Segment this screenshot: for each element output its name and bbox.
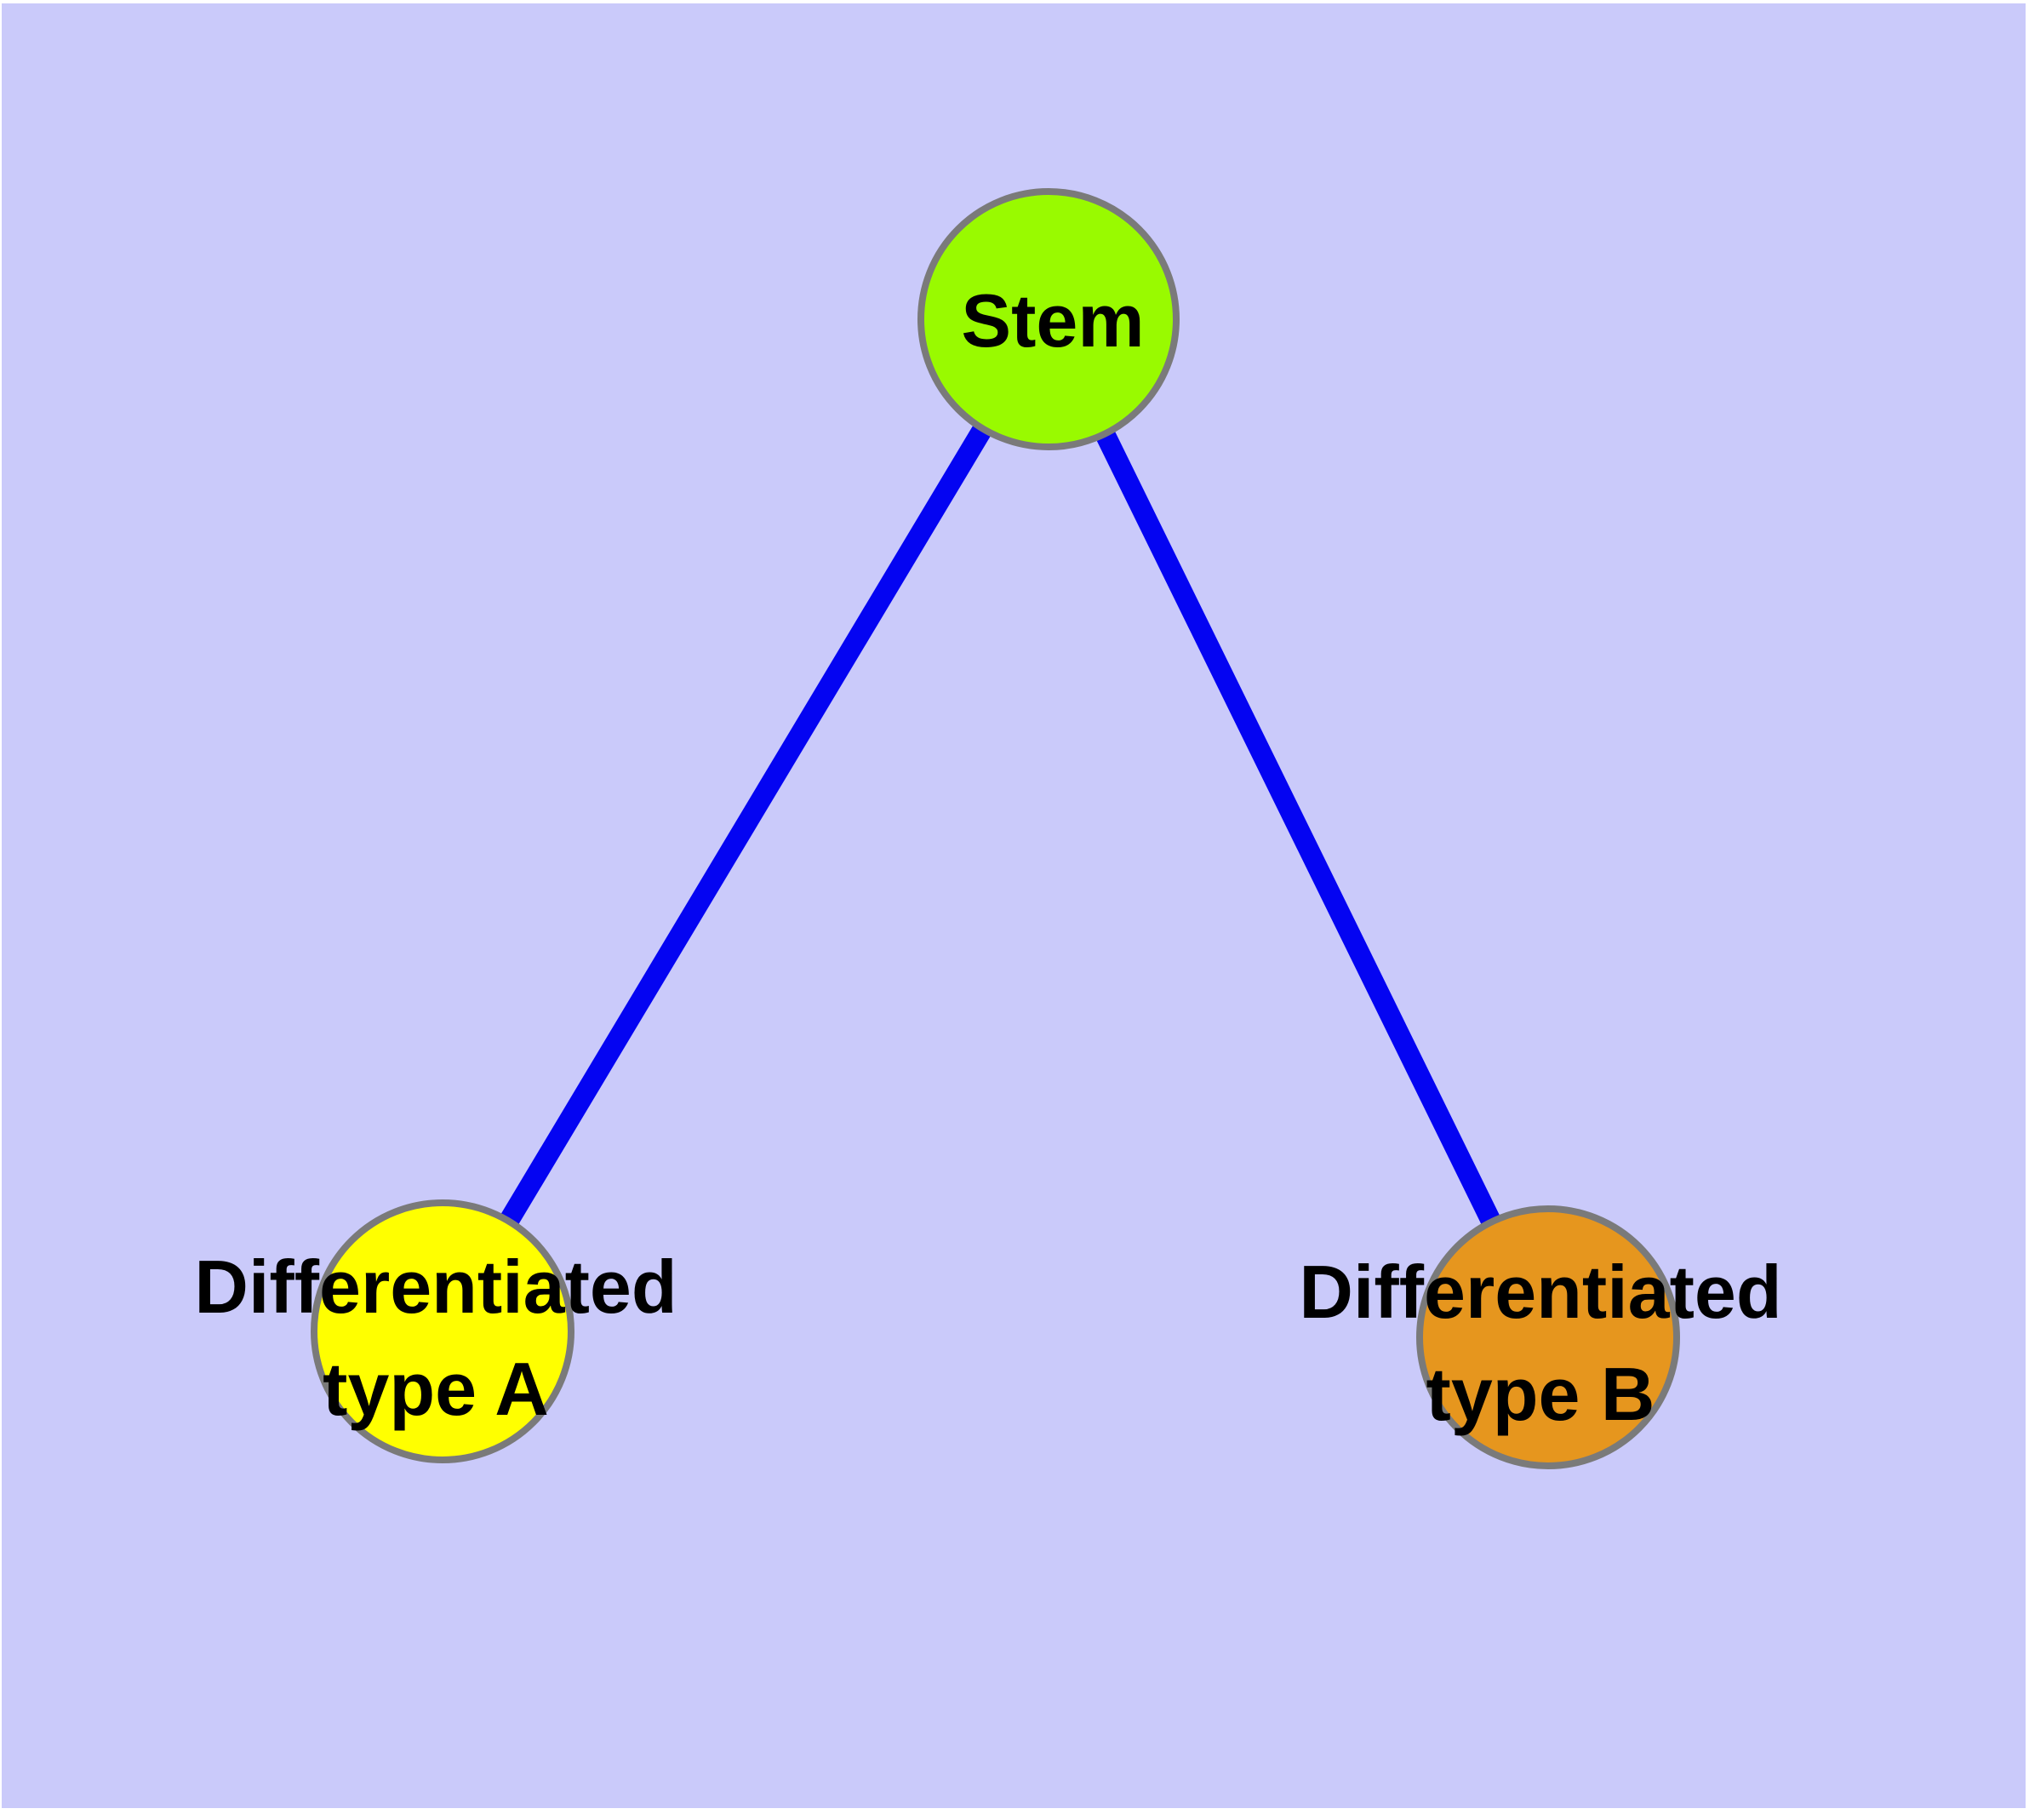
- node-stem-circle: [917, 188, 1180, 450]
- node-type-a-label: Differentiated type A: [194, 1245, 677, 1431]
- edge-stem-to-type-a: [432, 309, 1059, 1342]
- node-type-a-circle: [311, 1199, 574, 1463]
- edge-stem-to-type-b: [1038, 309, 1558, 1348]
- node-type-b-circle: [1416, 1205, 1680, 1469]
- node-type-b-label: Differentiated type B: [1299, 1250, 1782, 1436]
- node-stem-label: Stem: [961, 278, 1145, 363]
